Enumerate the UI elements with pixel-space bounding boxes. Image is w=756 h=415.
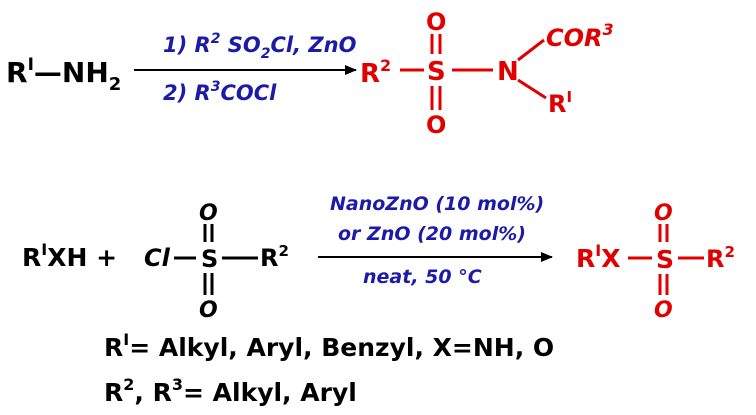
reaction2-condition-3: neat, 50 °C [363,266,482,288]
reaction2-condition-1: NanoZnO (10 mol%) [330,193,544,215]
r2-product-r1x: RIX [576,241,621,273]
r2-product-s: S [656,245,674,274]
r1-reactant-sup: I [28,55,34,75]
r2-product-r2: R2 [706,243,735,273]
reaction1-condition-1: 1) R2 SO2Cl, ZnO [163,31,357,62]
r1-bond-n-cor3 [517,38,545,62]
legend-line-1: RI= Alkyl, Aryl, Benzyl, X=NH, O [104,330,554,362]
r2-reactant-o-bottom: O [199,298,218,323]
reaction2-product: RIX S O O R2 [576,201,735,323]
r1-product-s: S [427,57,446,87]
reaction2-condition-2: or ZnO (20 mol%) [338,223,526,245]
r2-reactant-o-top: O [199,201,218,226]
reaction2-reactant-2: Cl S O O R2 [144,201,289,323]
r1-product-cor3: COR3 [546,20,614,52]
r1-reactant-rest: —NH [34,56,109,89]
r2-product-o-bottom: O [654,298,673,323]
r2-product-o-top: O [654,201,673,226]
r2-reactant-cl: Cl [144,244,171,272]
r1-product-r2: R2 [360,56,391,89]
r2-reactant-r2: R2 [260,242,289,272]
r1-reactant-sub: 2 [109,74,122,95]
r1-bond-n-r1 [517,78,547,100]
r1-product-n: N [497,57,519,87]
r1-product-r1: RI [548,88,572,118]
svg-text:RI—NH2: RI—NH2 [6,55,121,95]
r1-reactant-r: R [6,56,28,89]
r1-product-o-top: O [426,8,446,36]
reaction1-reactant: RI—NH2 [6,55,121,95]
r2-reactant-s: S [201,245,218,273]
reaction2-reactant-1: RIXH + [22,240,117,272]
reaction1-condition-2: 2) R3COCl [163,79,277,105]
reaction1-product: R2 S O O N COR3 RI [360,8,614,139]
legend-line-2: R2, R3= Alkyl, Aryl [104,375,357,407]
r1-product-o-bottom: O [426,111,446,139]
svg-text:RIXH +: RIXH + [22,240,117,272]
